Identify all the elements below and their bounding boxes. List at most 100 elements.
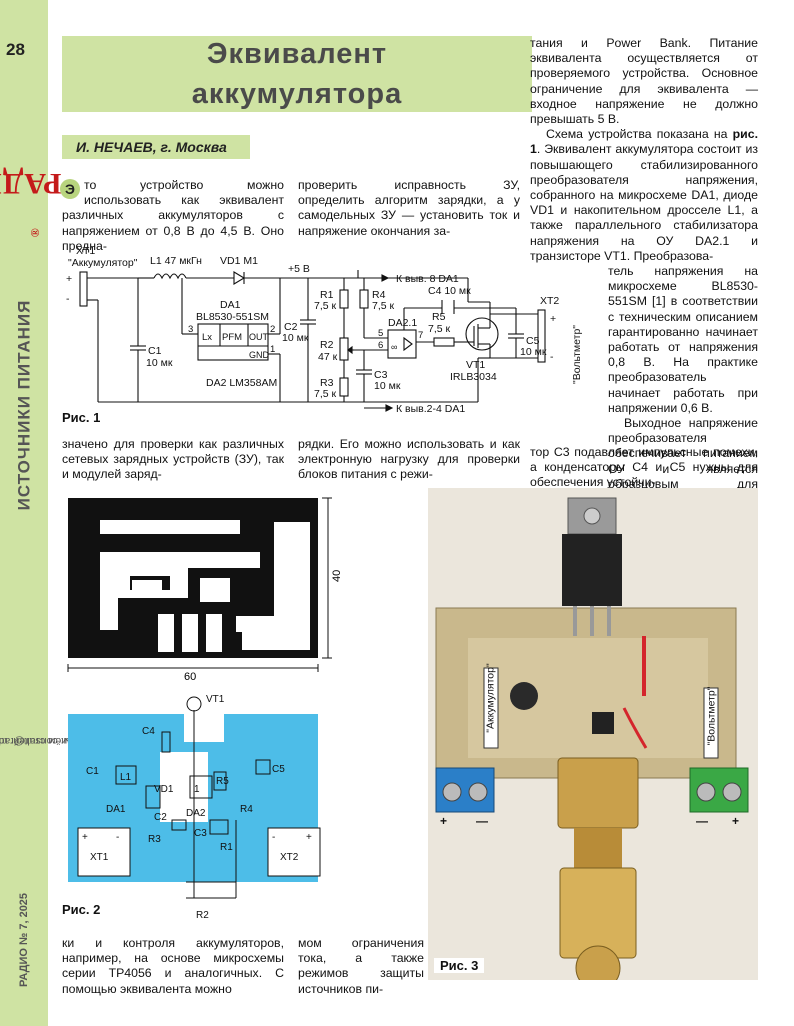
fig1-pin6: 6 — [378, 340, 383, 351]
fig2-xt1-label: XT1 — [90, 852, 109, 863]
col3-below-para: тор С3 подавляет импульсные помехи, а ко… — [530, 445, 758, 490]
page-number: 28 — [6, 40, 25, 59]
r1-resistor — [339, 289, 349, 309]
fig1-pin3: 3 — [188, 324, 193, 335]
rubric-label: ИСТОЧНИКИ ПИТАНИЯ — [0, 285, 48, 525]
fig1-c1-label: C1 — [148, 345, 162, 357]
fig1-r1-label: R1 — [320, 289, 334, 301]
r4-resistor — [359, 289, 369, 309]
fig1-pin2: 2 — [270, 324, 275, 335]
fig2-l1-label: L1 — [120, 772, 132, 783]
title-line-1: Эквивалент — [206, 38, 388, 70]
fig1-da21-label: DA2.1 — [388, 317, 417, 329]
fig2-xt2-plus: + — [306, 832, 312, 843]
fig1-l1-label: L1 47 мкГн — [150, 255, 202, 267]
fig3-right-minus: — — [696, 814, 708, 828]
fig1-da1-label: DA1 — [220, 299, 241, 311]
col2-mid-text: рядки. Его можно использовать и как элек… — [298, 437, 520, 483]
fig1-opamp-symbol: ∞ — [391, 342, 397, 352]
col3-para-2a: Схема устройства показана на — [546, 127, 733, 142]
fig1-caption: Рис. 1 — [62, 410, 101, 425]
fig1-schematic: XT1 "Аккумулятор" + - L1 47 мкГн VD1 М1 … — [66, 245, 583, 415]
fig3-left-label-wrap: "Аккумулятор" — [476, 638, 506, 758]
fig2-r5-label: R5 — [216, 776, 229, 787]
da1-block — [197, 323, 269, 361]
fig1-c1-value: 10 мк — [146, 357, 173, 369]
fig2-c4-label: C4 — [142, 726, 155, 737]
title-line-2: аккумулятора — [191, 78, 403, 110]
col1-bottom-text: ки и контроля аккумуляторов, например, н… — [62, 936, 284, 997]
fig1-vd1-label: VD1 М1 — [220, 255, 258, 267]
fig3-left-label: "Аккумулятор" — [485, 663, 497, 733]
fig1-r3-label: R3 — [320, 377, 334, 389]
fig1-r3-value: 7,5 к — [314, 388, 337, 400]
l1-inductor — [153, 273, 187, 280]
fig1-lx-label: Lx — [202, 332, 212, 343]
fig1-pfm-label: PFM — [222, 332, 242, 343]
fig2-r2-label: R2 — [196, 910, 209, 921]
fig2-vt1-label: VT1 — [206, 694, 225, 705]
fig1-to-pin8-label: К выв. 8 DA1 — [396, 273, 459, 285]
fig2-c2-label: C2 — [154, 812, 167, 823]
r5-resistor — [433, 337, 455, 347]
rubric-text: ИСТОЧНИКИ ПИТАНИЯ — [14, 299, 34, 511]
fig1-gnd-label: GND — [249, 350, 270, 360]
fig1-r4-value: 7,5 к — [372, 300, 395, 312]
fig1-pin5: 5 — [378, 328, 383, 339]
fig1-r5-value: 7,5 к — [428, 323, 451, 335]
fig3-photo: "Аккумулятор" "Вольтметр" + — — + Рис. 3 — [428, 488, 758, 991]
fig1-r5-label: R5 — [432, 311, 446, 323]
col1-mid-para: значено для проверки как различных сетев… — [62, 437, 284, 482]
col3-below-text: тор С3 подавляет импульсные помехи, а ко… — [530, 445, 758, 491]
fig1-xt1-label: XT1 — [76, 245, 95, 257]
fig3-right-label-wrap: "Вольтметр" — [696, 666, 726, 766]
issue-text: РАДИО № 7, 2025 — [18, 892, 31, 988]
da21-opamp — [387, 329, 417, 359]
col1-mid-text: значено для проверки как различных сетев… — [62, 437, 284, 483]
fig1-xt1-minus: - — [66, 293, 70, 305]
col2-top-para: проверить исправность ЗУ, определить алг… — [298, 178, 520, 238]
col3-side-para-1: тель напряжения на микросхеме BL8530-551… — [608, 264, 758, 415]
fig1-r2-value: 47 к — [318, 351, 338, 363]
xt2-connector — [537, 309, 546, 363]
fig1-xt2-plus: + — [550, 313, 556, 325]
fig1-c5-label: C5 — [526, 335, 540, 347]
sidebar-strip — [0, 0, 48, 1026]
col3-para-2c: . Эквивалент аккумулятора состоит из пов… — [530, 142, 758, 263]
fig1-da1-part: BL8530-551SM — [196, 311, 269, 323]
col2-top-text: проверить исправность ЗУ, определить алг… — [298, 178, 520, 239]
col2-bottom-text: мом ограничения тока, а также режимов за… — [298, 936, 424, 997]
fig1-c5-value: 10 мк — [520, 346, 547, 358]
pcb-component-layer — [68, 696, 321, 899]
article-title: Эквивалент аккумулятора — [62, 34, 532, 114]
fig1-r1-value: 7,5 к — [314, 300, 337, 312]
fig2-da2-label: DA2 — [186, 808, 206, 819]
fig3-caption: Рис. 3 — [434, 958, 485, 973]
pcb-copper-layer — [68, 498, 318, 658]
fig2-r4-label: R4 — [240, 804, 253, 815]
fig1-da2-label: DA2 LM358AM — [206, 377, 277, 389]
fig1-to-pins-label: К выв.2-4 DA1 — [396, 403, 465, 415]
fig2-xt1-minus: - — [116, 832, 119, 843]
fig2-r3-label: R3 — [148, 834, 161, 845]
dropcap: Э — [60, 179, 80, 199]
col2-bottom-para: мом ограничения тока, а также режимов за… — [298, 936, 424, 996]
fig1-vt1-part: IRLB3034 — [450, 371, 497, 383]
fig1-r4-label: R4 — [372, 289, 386, 301]
fig2-dim-width: 60 — [184, 671, 196, 683]
fig1-ref: рис. 1 — [530, 127, 758, 157]
col3-side-text: тель напряжения на микросхеме BL8530-551… — [608, 264, 758, 522]
fig1-xt2-minus: - — [550, 351, 554, 363]
r3-resistor — [339, 377, 349, 397]
fig3-left-plus: + — [440, 814, 448, 828]
fig2-vd1-label: VD1 — [154, 784, 174, 795]
fig3-left-minus: — — [476, 814, 488, 828]
fig1-out-label: OUT — [249, 332, 269, 342]
fig2-c3-label: C3 — [194, 828, 207, 839]
fig1-pin7: 7 — [418, 330, 423, 341]
fig2-xt2-minus: - — [272, 832, 275, 843]
title-band — [62, 36, 532, 112]
fig1-pin1: 1 — [270, 344, 275, 355]
fig3-photo-drawing — [428, 488, 758, 991]
